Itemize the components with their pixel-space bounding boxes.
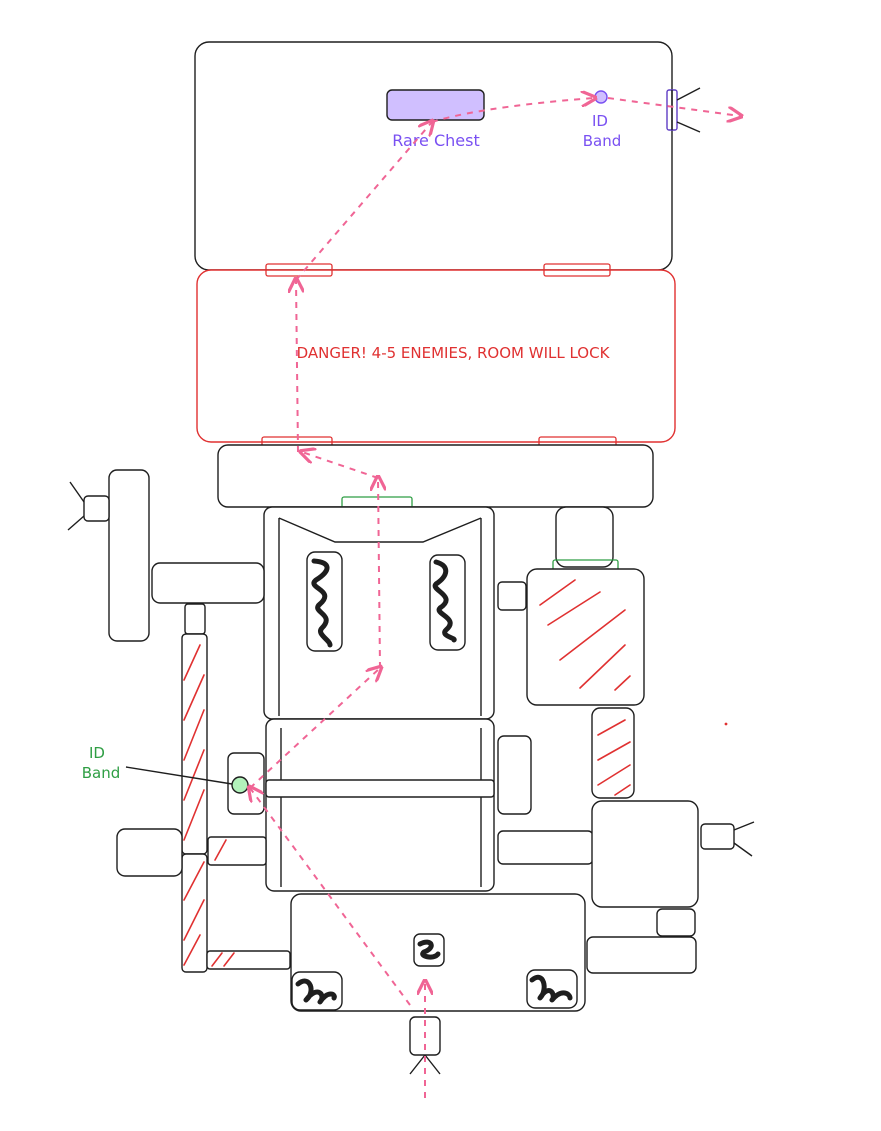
hatch-left-corridor bbox=[183, 644, 205, 841]
danger-room bbox=[196, 269, 676, 443]
right-connector bbox=[497, 830, 594, 865]
route-to-chest bbox=[295, 122, 432, 281]
treasure-room bbox=[194, 41, 673, 271]
squiggle-right bbox=[432, 559, 457, 643]
entry-marker bbox=[409, 1054, 441, 1075]
hatch-right-corridor bbox=[597, 719, 631, 796]
hatch-left-corridor-lower bbox=[183, 861, 205, 966]
right-hatched-room bbox=[526, 568, 645, 706]
squiggle-left bbox=[311, 558, 333, 648]
door-danger-top-right bbox=[543, 263, 611, 277]
right-lower-stub bbox=[656, 908, 696, 937]
route-corridor-to-door bbox=[302, 452, 379, 479]
squiggle-bottom-center bbox=[417, 939, 441, 960]
id-band-left-callout bbox=[125, 766, 233, 785]
route-through-danger bbox=[296, 280, 298, 453]
rare-chest-label: Rare Chest bbox=[392, 131, 480, 150]
id-band-top-label-line1: ID bbox=[592, 112, 608, 130]
right-lower-room bbox=[586, 936, 697, 974]
left-side-room bbox=[116, 828, 183, 877]
left-tower-stub bbox=[83, 495, 110, 522]
hatch-right-room bbox=[539, 579, 631, 691]
right-big-room bbox=[591, 800, 699, 908]
squiggle-bottom-right bbox=[529, 974, 573, 1003]
id-band-left-label-line1: ID bbox=[89, 744, 105, 762]
right-exit-marker bbox=[733, 821, 755, 857]
left-bottom-strip bbox=[206, 950, 291, 970]
right-small-room bbox=[555, 506, 614, 568]
id-band-top-label-line2: Band bbox=[583, 132, 622, 150]
left-long-corridor-lower bbox=[181, 853, 208, 973]
route-bottom-to-idband bbox=[250, 788, 411, 1006]
stray-dot bbox=[724, 722, 728, 726]
left-tower bbox=[108, 469, 150, 642]
rare-chest bbox=[386, 89, 485, 121]
id-band-left-marker bbox=[231, 776, 249, 794]
lower-hall-inner bbox=[280, 728, 482, 887]
left-mid-strip bbox=[207, 836, 267, 866]
left-long-corridor bbox=[181, 633, 208, 855]
central-hall-inner bbox=[278, 517, 482, 716]
hatch-left-bottom-strip bbox=[211, 952, 235, 967]
left-tower-exit-marker bbox=[67, 481, 85, 531]
lower-hall bbox=[265, 718, 495, 892]
id-band-left-label-line2: Band bbox=[82, 764, 121, 782]
squiggle-bottom-left bbox=[295, 978, 337, 1005]
right-tiny-stub bbox=[497, 581, 527, 611]
id-band-top-marker bbox=[594, 90, 608, 104]
right-big-room-stub bbox=[700, 823, 735, 850]
left-connector bbox=[151, 562, 265, 604]
right-mid-stub bbox=[497, 735, 532, 815]
right-hatched-corridor bbox=[591, 707, 635, 799]
danger-note: DANGER! 4-5 ENEMIES, ROOM WILL LOCK bbox=[297, 344, 611, 362]
corridor-hall bbox=[217, 444, 654, 508]
left-corridor-top bbox=[184, 603, 206, 635]
hatch-left-mid-strip bbox=[214, 839, 227, 861]
lower-hall-bar bbox=[265, 779, 495, 798]
route-chest-to-idband bbox=[431, 98, 594, 123]
route-idband-to-hall bbox=[249, 668, 380, 789]
route-hall-to-corridor bbox=[378, 478, 380, 669]
route-to-exit bbox=[607, 97, 740, 116]
treasure-room-exit-marker bbox=[671, 87, 701, 133]
